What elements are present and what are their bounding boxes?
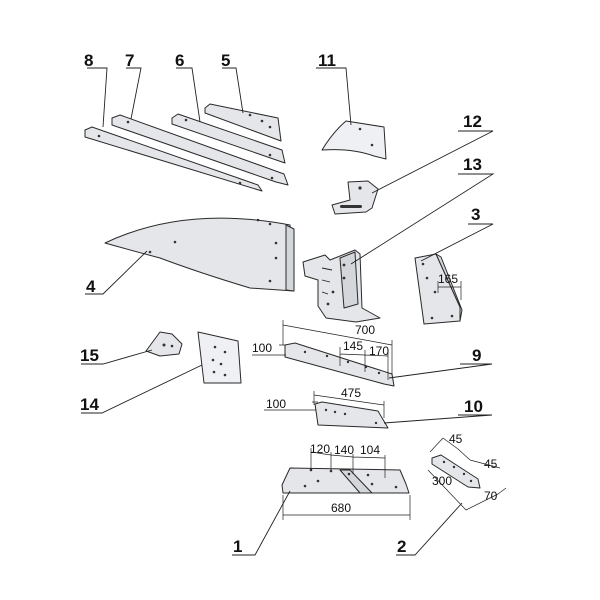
part-13-frog <box>302 249 381 323</box>
callout-labels: 8 7 6 5 11 12 13 3 4 15 14 9 10 1 2 <box>80 51 483 556</box>
callout-12: 12 <box>463 112 482 131</box>
dim-p9-height: 100 <box>252 341 272 355</box>
callout-7: 7 <box>125 51 134 70</box>
dim-p3-width: 165 <box>438 272 458 286</box>
callout-2: 2 <box>397 537 406 556</box>
dim-p1-hole-c: 104 <box>360 443 380 457</box>
part-4-mouldboard <box>104 217 295 292</box>
dim-p9-hole-b: 170 <box>369 344 389 358</box>
part-15-bracket <box>145 331 183 357</box>
callout-1: 1 <box>233 537 242 556</box>
part-10-share <box>314 401 389 429</box>
part-11-plate <box>321 120 387 160</box>
part-12-bracket <box>331 180 379 215</box>
dim-p9-hole-a: 145 <box>343 339 363 353</box>
part-14-plate <box>197 331 242 384</box>
leader-lines <box>81 67 495 556</box>
callout-11: 11 <box>318 51 336 70</box>
part-5-bar <box>204 103 282 142</box>
dim-p2-length: 300 <box>432 474 452 488</box>
part-8-bar <box>84 126 263 192</box>
dim-p10-height: 100 <box>266 397 286 411</box>
callout-8: 8 <box>84 51 93 70</box>
callout-13: 13 <box>463 155 482 174</box>
dim-p10-length: 475 <box>341 386 361 400</box>
dimension-labels: 165 700 100 145 170 475 100 120 140 104 … <box>252 272 498 515</box>
dim-p2-side: 45 <box>484 457 498 471</box>
part-1-share <box>281 467 410 494</box>
dim-p2-height: 70 <box>484 489 498 503</box>
callout-5: 5 <box>221 51 230 70</box>
callout-3: 3 <box>471 205 480 224</box>
callout-6: 6 <box>175 51 184 70</box>
dimension-lines <box>252 281 507 520</box>
callout-4: 4 <box>86 277 96 296</box>
part-6-bar <box>171 113 286 164</box>
callout-14: 14 <box>80 395 99 414</box>
part-2-wedge <box>431 454 481 489</box>
dim-p9-length: 700 <box>355 323 375 337</box>
dim-p1-length: 680 <box>331 501 351 515</box>
part-7-bar <box>111 114 289 186</box>
part-3-landside <box>414 253 463 325</box>
dim-p2-top: 45 <box>449 432 463 446</box>
callout-9: 9 <box>472 346 481 365</box>
callout-15: 15 <box>80 346 99 365</box>
callout-10: 10 <box>464 397 483 416</box>
dim-p1-hole-b: 140 <box>334 443 354 457</box>
part-9-share <box>284 342 395 387</box>
dim-p1-hole-a: 120 <box>310 442 330 456</box>
